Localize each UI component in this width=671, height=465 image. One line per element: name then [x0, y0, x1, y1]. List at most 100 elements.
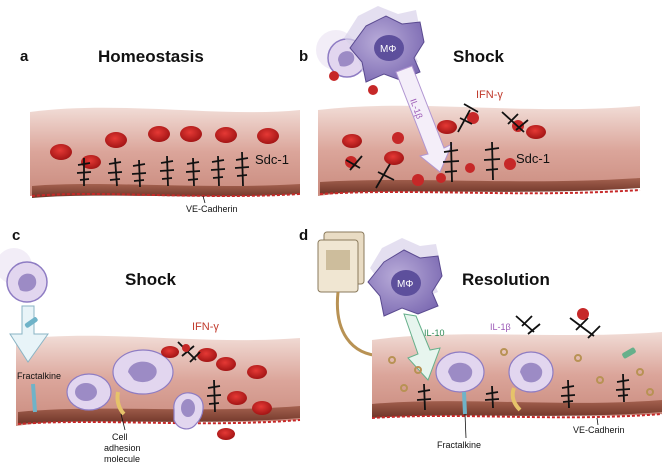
- plasma-particle: [388, 356, 396, 364]
- cytokine-cluster: [467, 112, 479, 124]
- red-blood-cell: [247, 365, 267, 379]
- neutrophil-nucleus: [18, 273, 37, 292]
- panel-b: b Shock MΦ IL-1β IFN: [299, 6, 641, 196]
- cam-pointer: [120, 413, 126, 431]
- sdc1-molecule: [416, 383, 432, 411]
- sdc1-molecule: [210, 155, 226, 187]
- endothelium-b: [320, 178, 640, 194]
- panel-c-letter: c: [12, 227, 20, 244]
- cam-label-2: adhesion: [104, 443, 141, 453]
- sdc1-molecule: [76, 158, 92, 186]
- leukocyte-nucleus: [448, 362, 473, 383]
- macrophage-nucleus: [391, 270, 421, 296]
- fractalkine-label-c: Fractalkine: [17, 371, 61, 381]
- sdc1-molecule: [483, 141, 501, 181]
- syndecan-molecules-a: [76, 151, 250, 188]
- red-blood-cell: [161, 346, 179, 358]
- plasma-particle: [400, 384, 408, 392]
- plasma-particle: [596, 376, 604, 384]
- plasma-particle: [646, 388, 654, 396]
- sdc1-molecule: [560, 379, 576, 409]
- sdc1-molecule: [442, 141, 460, 183]
- cytokine-cluster: [182, 344, 190, 352]
- fractalkine-stalk-d: [462, 391, 467, 415]
- cytokine-cluster: [329, 71, 339, 81]
- leukocyte-nucleus: [128, 361, 157, 383]
- leukocytes-d: [435, 351, 554, 393]
- sdc1-molecule: [185, 157, 201, 187]
- sdc1-shed: [345, 155, 363, 171]
- red-blood-cell: [180, 126, 202, 142]
- mphi-label-d: MΦ: [397, 279, 413, 290]
- red-blood-cells-b: [342, 120, 546, 165]
- red-blood-cell: [105, 132, 127, 148]
- red-blood-cells-a: [50, 126, 279, 169]
- cytokine-clusters-b: [329, 71, 524, 186]
- leukocyte-nucleus: [181, 399, 195, 417]
- cytokine-cluster: [412, 174, 424, 186]
- ve-cadherin-line-c: [17, 419, 301, 425]
- fractalkine-pointer-d: [464, 413, 467, 439]
- cytokine-cluster: [577, 308, 589, 320]
- panel-b-letter: b: [299, 48, 308, 65]
- red-blood-cell: [526, 125, 546, 139]
- il1b-signal-arrow-b: [395, 65, 453, 173]
- cytokine-cluster: [436, 173, 446, 183]
- syndecan-molecules-d: [416, 308, 631, 411]
- panel-d-letter: d: [299, 227, 308, 244]
- red-blood-cell: [197, 348, 217, 362]
- panel-c-title: Shock: [125, 270, 177, 289]
- neutrophil-nucleus: [338, 51, 355, 67]
- macrophage-b: MΦ: [344, 6, 425, 83]
- red-blood-cells-c: [161, 346, 272, 440]
- leukocyte-nucleus: [520, 362, 543, 383]
- red-blood-cell: [257, 128, 279, 144]
- sdc1-shed: [457, 103, 479, 133]
- red-blood-cell: [342, 134, 362, 148]
- macrophage-nucleus: [374, 35, 404, 61]
- ve-cadherin-label-a: VE-Cadherin: [186, 204, 238, 214]
- fractalkine-stalk: [31, 383, 37, 413]
- sdc1-label-b: Sdc-1: [516, 151, 550, 166]
- sdc1-shed: [501, 111, 529, 133]
- cytokine-cluster: [504, 158, 516, 170]
- red-blood-cell: [252, 401, 272, 415]
- sdc1-molecule: [131, 159, 147, 188]
- leukocyte-nucleus: [75, 383, 97, 401]
- sdc1-molecule: [234, 151, 250, 187]
- panel-a-letter: a: [20, 48, 29, 65]
- fractalkine-molecule: [24, 317, 38, 328]
- panel-b-title: Shock: [453, 47, 505, 66]
- sdc1-molecule: [615, 373, 631, 403]
- cam-label-3: molecule: [104, 454, 140, 464]
- red-blood-cell: [437, 120, 457, 134]
- red-blood-cell: [384, 151, 404, 165]
- sdc1-shed: [375, 163, 395, 189]
- plasma-particles-d: [388, 348, 654, 396]
- mphi-label-b: MΦ: [380, 44, 396, 55]
- sdc1-shed: [569, 317, 601, 339]
- plasma-particle: [574, 354, 582, 362]
- neutrophil-c: [0, 248, 48, 303]
- sdc1-molecule: [107, 157, 123, 187]
- plasma-particle: [414, 366, 422, 374]
- red-blood-cell: [215, 127, 237, 143]
- panel-d-title: Resolution: [462, 270, 550, 289]
- blood-product-bags: [317, 231, 365, 293]
- syndecan-molecules-b: [345, 103, 529, 189]
- fractalkine-label-d: Fractalkine: [437, 440, 481, 450]
- red-blood-cell: [216, 357, 236, 371]
- red-blood-cell: [217, 428, 235, 440]
- panel-c: c Shock Fractalkine Cell adhesion molecu…: [0, 227, 301, 464]
- ve-cadherin-pointer-a: [202, 195, 206, 204]
- vessel-wall-b: [318, 105, 640, 196]
- red-blood-cell: [81, 155, 101, 169]
- plasma-particle: [500, 348, 508, 356]
- plasma-particle: [636, 368, 644, 376]
- blood-bag-label: [326, 250, 350, 270]
- cam-label-1: Cell: [112, 432, 128, 442]
- ve-cadherin-pointer-d: [596, 417, 599, 426]
- cell-adhesion-molecule-d: [510, 387, 522, 412]
- sdc1-shed: [515, 315, 541, 335]
- panel-a: a Homeostasis Sdc-1 VE-Cadherin: [20, 47, 301, 214]
